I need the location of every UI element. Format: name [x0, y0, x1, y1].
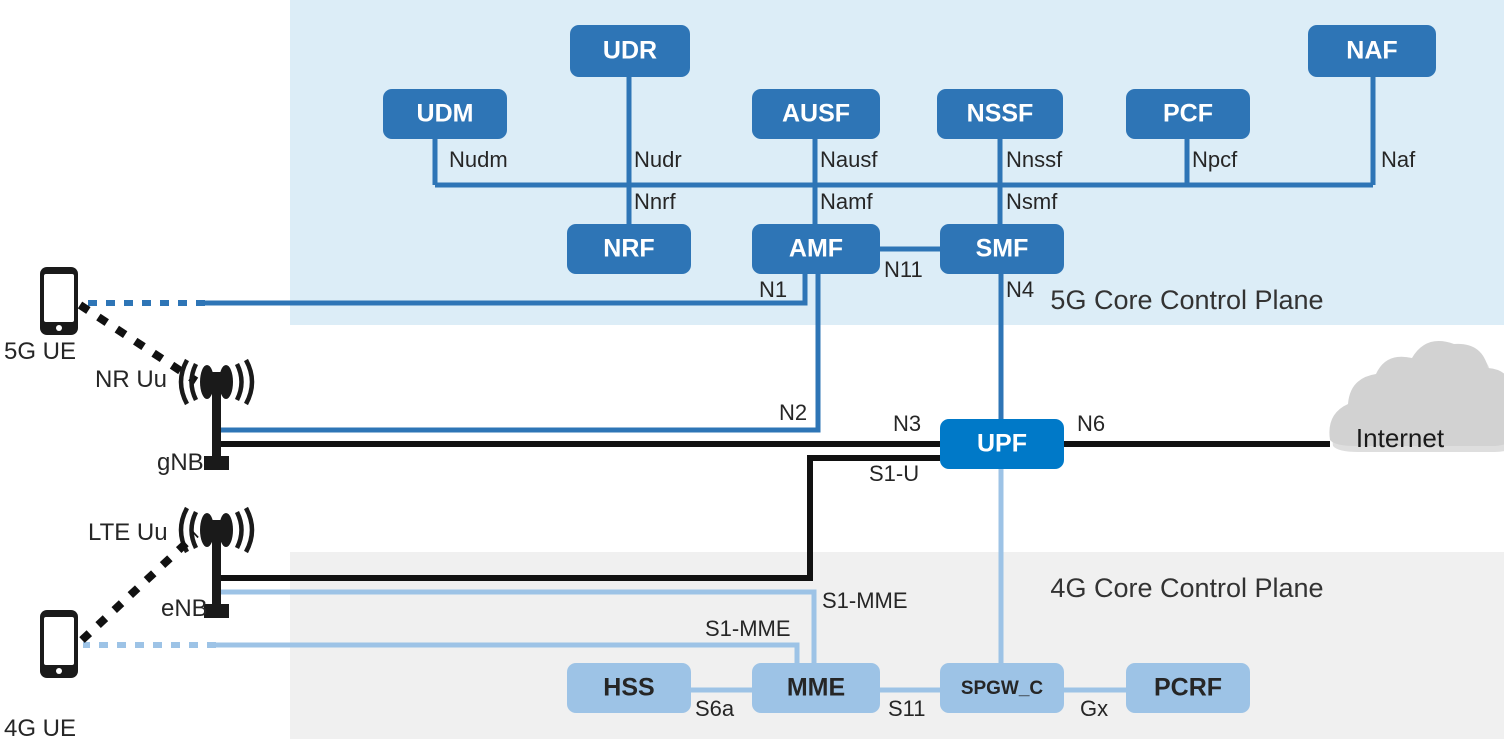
node-nrf[interactable]: NRF [567, 224, 691, 274]
interface-label-s1mme-upper: S1-MME [822, 588, 908, 613]
interface-label-s6a: S6a [695, 696, 735, 721]
device-gnb [178, 358, 255, 470]
interface-label-nnrf: Nnrf [634, 189, 676, 214]
link-s1mme-enb [216, 589, 817, 663]
panel-label-4g: 4G Core Control Plane [1050, 573, 1323, 603]
node-pcrf[interactable]: PCRF [1126, 663, 1250, 713]
node-naf-label: NAF [1346, 37, 1397, 65]
node-spgw-c[interactable]: SPGW_C [940, 663, 1064, 713]
interface-label-n11: N11 [884, 257, 923, 282]
link-n1 [205, 274, 808, 306]
node-upf[interactable]: UPF [940, 419, 1064, 469]
interface-label-s1mme-lower: S1-MME [705, 616, 791, 641]
node-nssf[interactable]: NSSF [937, 89, 1063, 139]
device-5g-ue [40, 267, 78, 335]
interface-label-nudm: Nudm [449, 147, 508, 172]
node-smf[interactable]: SMF [940, 224, 1064, 274]
interface-label-gx: Gx [1080, 696, 1108, 721]
interface-label-s1u: S1-U [869, 461, 919, 486]
node-amf-label: AMF [789, 235, 843, 263]
node-hss-label: HSS [603, 674, 654, 702]
link-s1mme-ue [216, 642, 800, 663]
node-pcf-label: PCF [1163, 100, 1213, 128]
panel-5g-core-control-plane [290, 0, 1504, 325]
node-nrf-label: NRF [603, 235, 654, 263]
node-spgw-c-label: SPGW_C [961, 678, 1044, 699]
node-udr[interactable]: UDR [570, 25, 690, 77]
node-udr-label: UDR [603, 37, 657, 65]
interface-labels: Nudm Nudr Nausf Nnssf Npcf Naf Nnrf Namf… [449, 147, 1416, 721]
interface-label-n3: N3 [893, 411, 921, 436]
nodes-4g-group: HSS MME SPGW_C PCRF [567, 663, 1250, 713]
sbi-bus-5g [432, 77, 1376, 224]
panel-label-5g: 5G Core Control Plane [1050, 285, 1323, 315]
device-label-4g-ue: 4G UE [4, 715, 76, 742]
device-label-5g-ue: 5G UE [4, 338, 76, 365]
interface-label-namf: Namf [820, 189, 873, 214]
device-4g-ue [40, 610, 78, 678]
link-lte-uu [79, 531, 199, 643]
device-enb [178, 506, 255, 618]
interface-label-nnssf: Nnssf [1006, 147, 1063, 172]
interface-label-s11: S11 [888, 696, 926, 721]
node-pcf[interactable]: PCF [1126, 89, 1250, 139]
device-label-gnb: gNB [157, 449, 204, 476]
interface-label-nausf: Nausf [820, 147, 878, 172]
node-naf[interactable]: NAF [1308, 25, 1436, 77]
node-mme[interactable]: MME [752, 663, 880, 713]
link-n2 [216, 274, 821, 433]
node-ausf-label: AUSF [782, 100, 850, 128]
node-pcrf-label: PCRF [1154, 674, 1222, 702]
internet-cloud: Internet [1329, 341, 1504, 453]
node-amf[interactable]: AMF [752, 224, 880, 274]
interface-label-n6: N6 [1077, 411, 1105, 436]
interface-label-nsmf: Nsmf [1006, 189, 1058, 214]
device-label-enb: eNB [161, 595, 208, 622]
device-label-lte-uu: LTE Uu [88, 519, 168, 546]
link-s1u [216, 455, 940, 581]
interface-label-n4: N4 [1006, 277, 1034, 302]
node-upf-label: UPF [977, 430, 1027, 458]
interface-label-n1: N1 [759, 277, 787, 302]
interface-label-n2: N2 [779, 400, 807, 425]
nodes-5g-group: UDR NAF UDM AUSF NSSF PCF NRF AMF [383, 25, 1436, 274]
node-udm-label: UDM [417, 100, 474, 128]
link-nr-uu [77, 301, 199, 385]
device-label-nr-uu: NR Uu [95, 366, 167, 393]
interface-label-npcf: Npcf [1192, 147, 1238, 172]
interface-label-naf: Naf [1381, 147, 1416, 172]
internet-label: Internet [1356, 423, 1445, 453]
node-ausf[interactable]: AUSF [752, 89, 880, 139]
node-udm[interactable]: UDM [383, 89, 507, 139]
node-mme-label: MME [787, 674, 845, 702]
interface-label-nudr: Nudr [634, 147, 682, 172]
node-nssf-label: NSSF [967, 100, 1034, 128]
node-hss[interactable]: HSS [567, 663, 691, 713]
node-smf-label: SMF [976, 235, 1029, 263]
